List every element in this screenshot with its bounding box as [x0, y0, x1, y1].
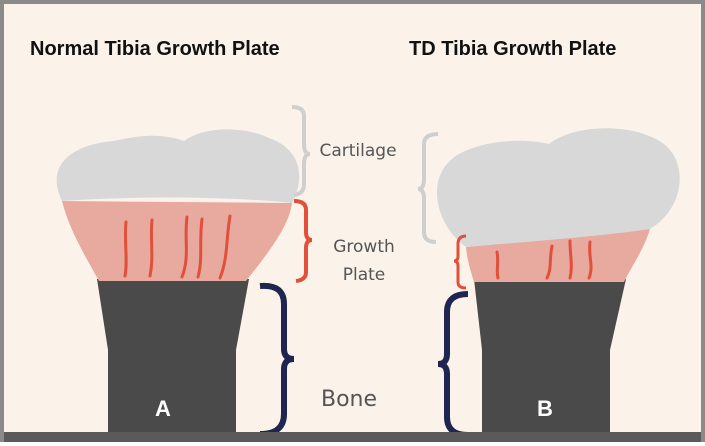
- cartilage-bracket-b: [418, 134, 438, 242]
- growth-plate-diagram: Cartilage Growth Plate Bone A B: [4, 4, 705, 446]
- bone-bracket-b: [438, 294, 468, 435]
- ground-line: [4, 432, 701, 442]
- cartilage-b: [437, 128, 680, 247]
- normal-tibia: [57, 107, 312, 436]
- growth-plate-a: [62, 201, 292, 281]
- td-tibia: [418, 128, 680, 436]
- label-bone: Bone: [321, 387, 377, 412]
- bone-bracket-a: [260, 286, 294, 434]
- cartilage-a: [57, 129, 300, 203]
- label-growth: Growth: [333, 237, 395, 257]
- label-plate: Plate: [343, 265, 386, 285]
- label-cartilage: Cartilage: [319, 141, 396, 161]
- bone-shaft-a: [97, 279, 249, 436]
- panel-letter-b: B: [537, 396, 553, 421]
- growth-bracket-a: [294, 201, 312, 281]
- panel-letter-a: A: [155, 396, 171, 421]
